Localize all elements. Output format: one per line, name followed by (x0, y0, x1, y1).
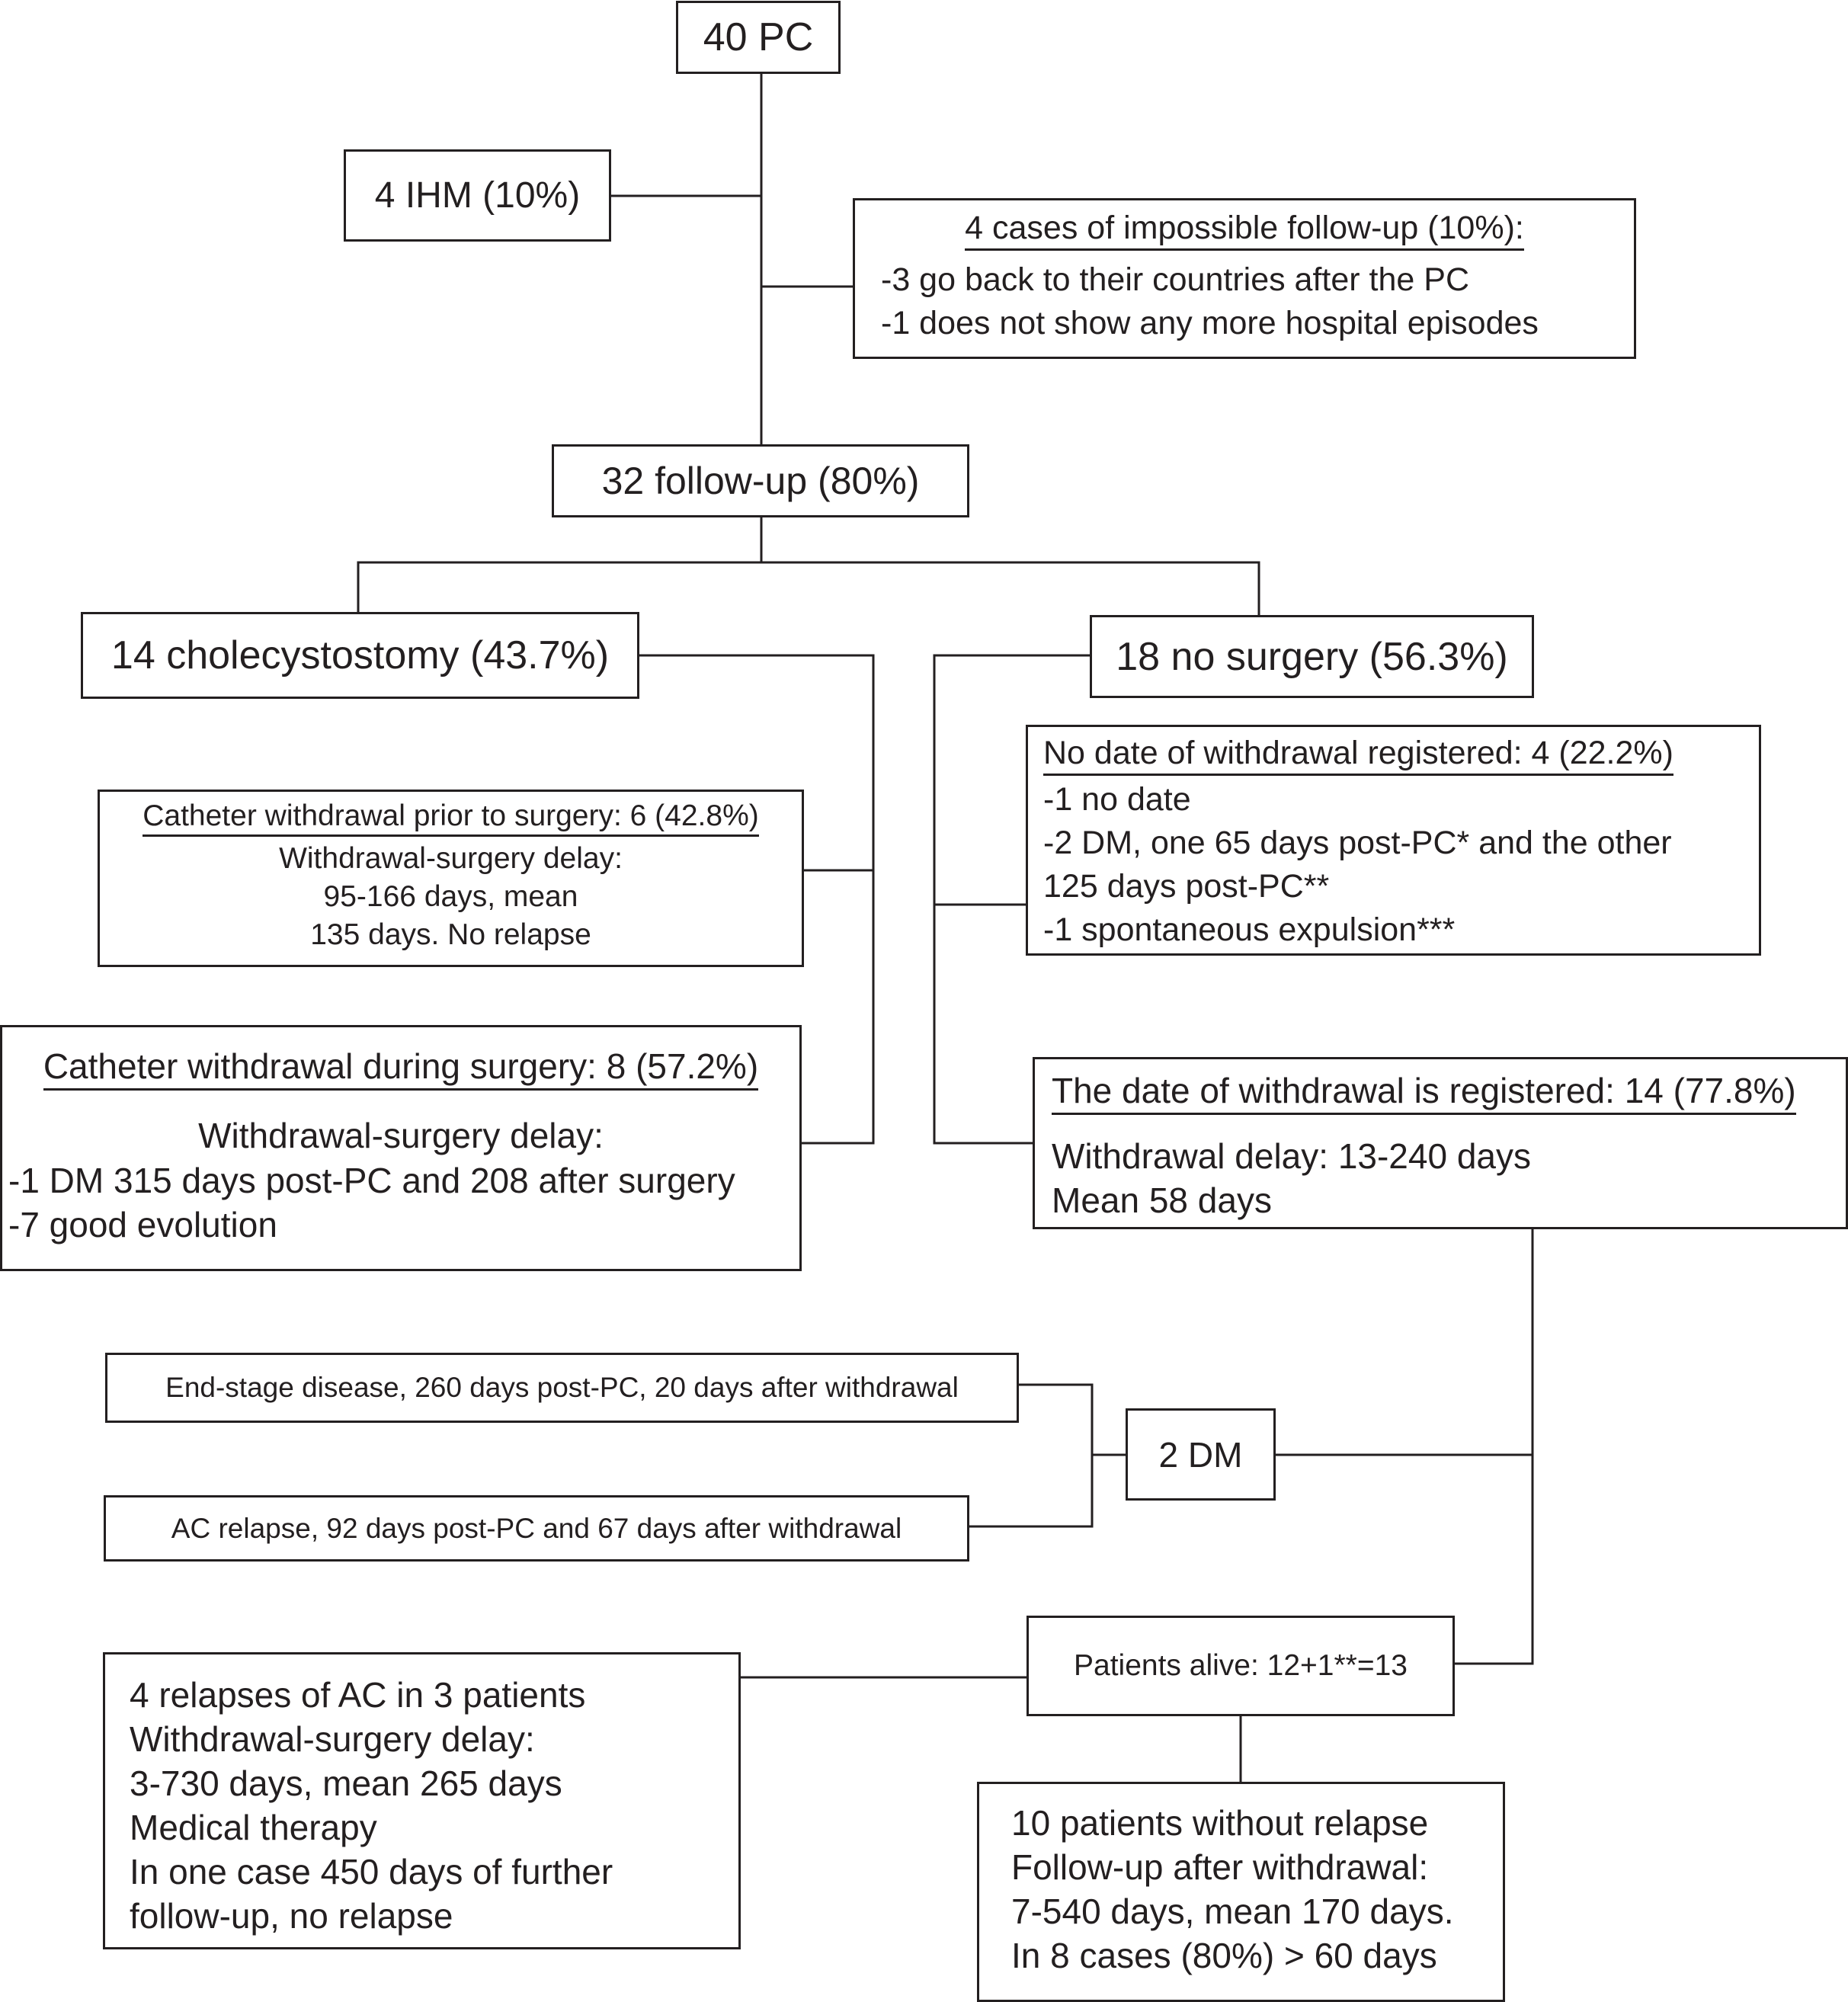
impossible-followup-line: -1 does not show any more hospital episo… (881, 305, 1539, 341)
no-surgery-node: 18 no surgery (56.3%) (1090, 615, 1534, 698)
root-node: 40 PC (676, 1, 841, 74)
relapses-line: In one case 450 days of further (130, 1852, 613, 1891)
no-date-line: -1 no date (1043, 781, 1191, 818)
end-stage-node: End-stage disease, 260 days post-PC, 20 … (105, 1353, 1019, 1423)
patients-alive-node-label: Patients alive: 12+1**=13 (1074, 1649, 1408, 1682)
withdrawal-prior-node: Catheter withdrawal prior to surgery: 6 … (98, 790, 804, 967)
relapses-line: 4 relapses of AC in 3 patients (130, 1675, 586, 1715)
dated-withdrawal-line: Mean 58 days (1052, 1180, 1272, 1220)
impossible-followup-node: 4 cases of impossible follow-up (10%): -… (853, 198, 1636, 359)
no-relapse-line: 7-540 days, mean 170 days. (1011, 1891, 1454, 1931)
dm-node: 2 DM (1126, 1408, 1276, 1501)
no-relapse-line: Follow-up after withdrawal: (1011, 1847, 1429, 1887)
no-date-line: -1 spontaneous expulsion*** (1043, 911, 1456, 948)
dated-withdrawal-line: Withdrawal delay: 13-240 days (1052, 1136, 1531, 1176)
no-date-line: 125 days post-PC** (1043, 868, 1330, 905)
withdrawal-during-line: -1 DM 315 days post-PC and 208 after sur… (8, 1161, 735, 1200)
ihm-node: 4 IHM (10%) (344, 149, 611, 242)
impossible-followup-heading: 4 cases of impossible follow-up (10%): (965, 210, 1524, 251)
relapses-line: Medical therapy (130, 1808, 377, 1847)
patients-alive-node: Patients alive: 12+1**=13 (1026, 1616, 1455, 1716)
withdrawal-during-line: Withdrawal-surgery delay: (198, 1116, 604, 1155)
dated-withdrawal-node: The date of withdrawal is registered: 14… (1033, 1057, 1848, 1229)
withdrawal-prior-line: 95-166 days, mean (323, 880, 578, 913)
cholecystostomy-node: 14 cholecystostomy (43.7%) (81, 612, 639, 699)
no-relapse-line: In 8 cases (80%) > 60 days (1011, 1936, 1437, 1975)
no-surgery-node-label: 18 no surgery (56.3%) (1116, 634, 1508, 679)
cholecystostomy-node-label: 14 cholecystostomy (43.7%) (110, 633, 610, 677)
relapses-line: Withdrawal-surgery delay: (130, 1719, 535, 1759)
followup-node: 32 follow-up (80%) (552, 444, 969, 517)
withdrawal-prior-line: 135 days. No relapse (310, 918, 591, 951)
withdrawal-prior-line: Withdrawal-surgery delay: (279, 842, 623, 875)
relapses-line: 3-730 days, mean 265 days (130, 1763, 562, 1803)
root-node-label: 40 PC (703, 15, 814, 59)
relapses-node: 4 relapses of AC in 3 patients Withdrawa… (103, 1652, 741, 1949)
dm-node-label: 2 DM (1158, 1434, 1243, 1475)
dated-withdrawal-heading: The date of withdrawal is registered: 14… (1052, 1070, 1796, 1115)
withdrawal-during-node: Catheter withdrawal during surgery: 8 (5… (0, 1025, 802, 1271)
withdrawal-prior-heading: Catheter withdrawal prior to surgery: 6 … (143, 799, 759, 837)
ac-relapse-node: AC relapse, 92 days post-PC and 67 days … (104, 1495, 969, 1562)
withdrawal-during-line: -7 good evolution (8, 1205, 277, 1244)
followup-node-label: 32 follow-up (80%) (601, 460, 920, 502)
no-date-node: No date of withdrawal registered: 4 (22.… (1026, 725, 1761, 956)
end-stage-node-label: End-stage disease, 260 days post-PC, 20 … (165, 1372, 959, 1403)
withdrawal-during-heading: Catheter withdrawal during surgery: 8 (5… (43, 1046, 759, 1091)
impossible-followup-line: -3 go back to their countries after the … (881, 261, 1470, 298)
no-relapse-line: 10 patients without relapse (1011, 1803, 1429, 1843)
no-date-line: -2 DM, one 65 days post-PC* and the othe… (1043, 825, 1672, 861)
ihm-node-label: 4 IHM (10%) (374, 175, 581, 216)
relapses-line: follow-up, no relapse (130, 1896, 453, 1936)
no-relapse-node: 10 patients without relapse Follow-up af… (977, 1782, 1505, 2002)
no-date-heading: No date of withdrawal registered: 4 (22.… (1043, 735, 1673, 776)
ac-relapse-node-label: AC relapse, 92 days post-PC and 67 days … (171, 1512, 902, 1544)
